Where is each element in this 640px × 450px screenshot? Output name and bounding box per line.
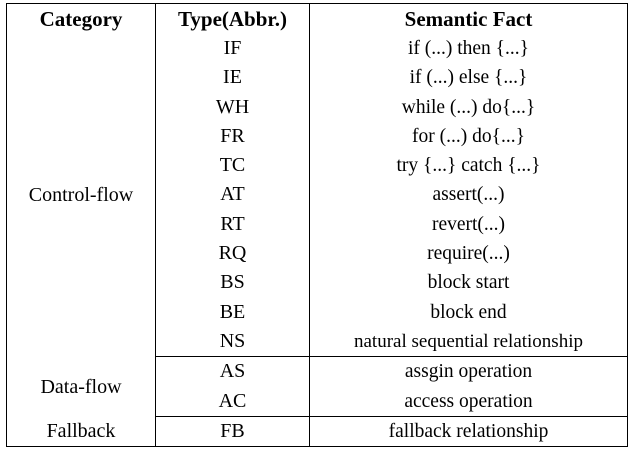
semantic-fact-cell: block end [309,297,628,327]
type-abbr-cell: BS [155,268,310,298]
type-abbr-cell: WH [155,92,310,122]
semantic-fact-cell: fallback relationship [309,416,628,447]
semantic-fact-cell: revert(...) [309,209,628,240]
type-abbr-cell: RT [155,209,310,240]
type-abbr-cell: RQ [155,239,310,269]
type-abbr-cell: AC [155,386,310,417]
semantic-fact-cell: for (...) do{...} [309,121,628,152]
semantic-fact-table: Category Type(Abbr.) Semantic Fact Contr… [6,3,628,448]
type-abbr-cell: IE [155,63,310,93]
type-abbr-cell: AS [155,356,310,387]
category-cell: Fallback [46,420,116,443]
type-abbr-cell: FB [155,416,310,447]
category-cell: Control-flow [28,184,134,207]
type-abbr-cell: AT [155,180,310,210]
semantic-fact-table-container: Category Type(Abbr.) Semantic Fact Contr… [6,3,628,448]
header-row: Category Type(Abbr.) Semantic Fact [7,3,628,34]
semantic-fact-cell: try {...} catch {...} [309,151,628,181]
type-abbr-cell: IF [155,34,310,64]
semantic-fact-cell: if (...) else {...} [309,63,628,93]
category-cell: Data-flow [40,375,122,398]
column-header-semantic-fact: Semantic Fact [309,3,628,34]
type-abbr-cell: TC [155,151,310,181]
type-abbr-cell: FR [155,121,310,152]
semantic-fact-cell: if (...) then {...} [309,34,628,64]
type-abbr-cell: BE [155,297,310,327]
semantic-fact-cell: assgin operation [309,356,628,387]
semantic-fact-cell: block start [309,268,628,298]
semantic-fact-cell: while (...) do{...} [309,92,628,122]
semantic-fact-cell: assert(...) [309,180,628,210]
column-header-category: Category [39,7,123,31]
semantic-fact-cell: natural sequential relationship [309,326,628,358]
semantic-fact-cell: access operation [309,386,628,417]
type-abbr-cell: NS [155,326,310,358]
column-header-type: Type(Abbr.) [155,3,310,34]
semantic-fact-cell: require(...) [309,239,628,269]
table-header: Category Type(Abbr.) Semantic Fact [7,3,628,34]
